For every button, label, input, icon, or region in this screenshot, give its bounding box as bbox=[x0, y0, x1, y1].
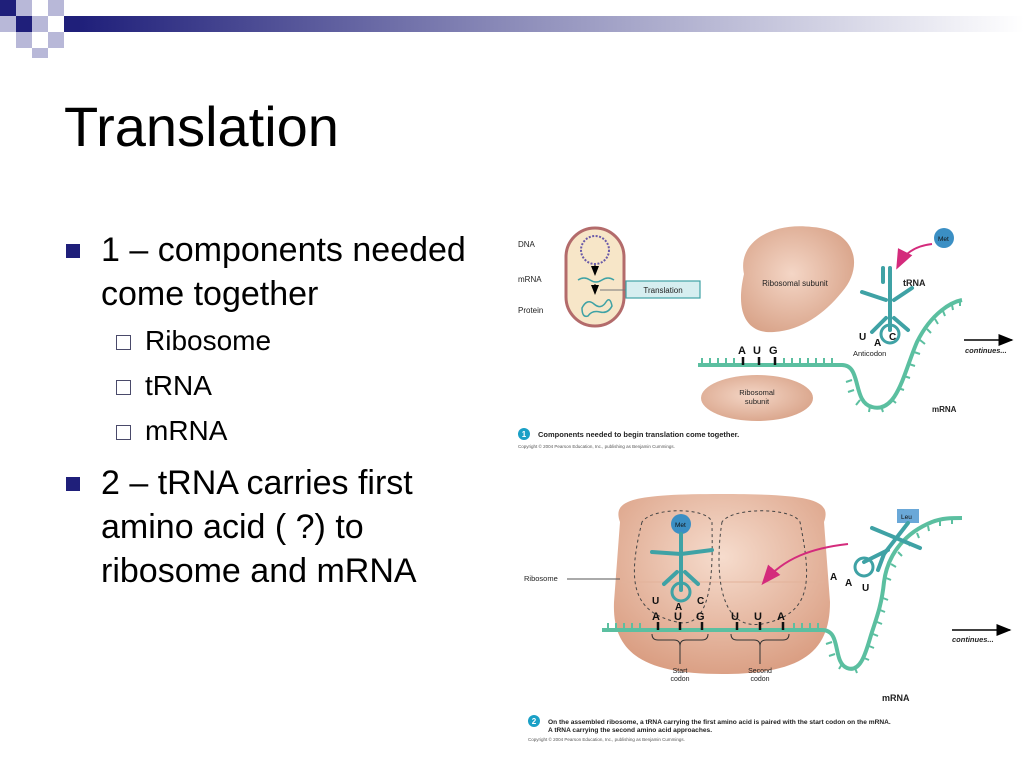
bullet-square-icon bbox=[66, 244, 80, 258]
bullet-item-1: 1 – components needed come together bbox=[64, 228, 484, 316]
step-2-number: 2 bbox=[532, 717, 537, 726]
trna-met-icon bbox=[860, 228, 954, 345]
trna-met-bound-icon bbox=[650, 514, 714, 603]
label-trna-1: tRNA bbox=[903, 278, 926, 288]
label-mrna-2: mRNA bbox=[882, 693, 910, 703]
header-decoration bbox=[0, 0, 1024, 58]
anticodon-letter: C bbox=[889, 332, 896, 343]
anticodon-letter: A bbox=[830, 572, 837, 583]
codon-letter: A bbox=[652, 611, 660, 623]
codon-letter: U bbox=[753, 345, 761, 357]
mrna-strand-1 bbox=[698, 298, 963, 413]
small-ribosomal-subunit bbox=[701, 375, 813, 421]
label-start-codon-1: Start bbox=[673, 668, 688, 675]
label-start-codon-2: codon bbox=[670, 676, 689, 683]
label-mrna-1: mRNA bbox=[932, 405, 957, 414]
codon-letter: U bbox=[674, 611, 682, 623]
slide-title: Translation bbox=[64, 95, 339, 158]
copyright-1: Copyright © 2004 Pearson Education, Inc.… bbox=[518, 443, 675, 449]
label-protein: Protein bbox=[518, 306, 543, 315]
label-met-2: Met bbox=[675, 522, 686, 529]
codon-letter: A bbox=[777, 611, 785, 623]
caption-2-line-2: A tRNA carrying the second amino acid ap… bbox=[548, 727, 712, 734]
sub-bullet-text: tRNA bbox=[145, 370, 212, 401]
mrna-strand-2 bbox=[602, 516, 963, 674]
label-continues-2: continues... bbox=[952, 635, 994, 644]
bullet-text-1: 1 – components needed come together bbox=[101, 231, 466, 313]
panel-2: Ribosome Met U A C A U G U U bbox=[524, 494, 1012, 742]
label-met-1: Met bbox=[938, 236, 949, 243]
label-mrna-cell: mRNA bbox=[518, 275, 542, 284]
codon-letter: U bbox=[754, 611, 762, 623]
codon-letter: A bbox=[738, 345, 746, 357]
sub-bullet-list: Ribosome tRNA mRNA bbox=[64, 318, 484, 453]
label-large-subunit: Ribosomal subunit bbox=[762, 279, 829, 288]
sub-bullet-text: Ribosome bbox=[145, 325, 272, 356]
anticodon-letter: C bbox=[697, 596, 704, 607]
approach-arrow-icon bbox=[761, 543, 849, 586]
translation-figure: DNA mRNA Protein Translation Ribosomal s… bbox=[512, 222, 1024, 746]
step-1-badge bbox=[518, 428, 530, 440]
hollow-square-icon bbox=[116, 425, 131, 440]
label-small-subunit-2: subunit bbox=[745, 397, 770, 406]
label-second-codon-2: codon bbox=[750, 676, 769, 683]
codon-letter: G bbox=[769, 345, 778, 357]
translation-diagram: DNA mRNA Protein Translation Ribosomal s… bbox=[518, 226, 1014, 742]
anticodon-letter: A bbox=[675, 602, 682, 613]
sub-bullet-ribosome: Ribosome bbox=[64, 318, 484, 363]
bullet-square-icon bbox=[66, 477, 80, 491]
anticodon-letter: U bbox=[862, 583, 869, 594]
sub-bullet-text: mRNA bbox=[145, 415, 228, 446]
bullet-text-2: 2 – tRNA carries first amino acid ( ?) t… bbox=[101, 464, 417, 590]
hollow-square-icon bbox=[116, 335, 131, 350]
label-leu: Leu bbox=[901, 514, 912, 521]
label-ribosome: Ribosome bbox=[524, 574, 558, 583]
label-small-subunit-1: Ribosomal bbox=[739, 388, 775, 397]
hollow-square-icon bbox=[116, 380, 131, 395]
caption-2-line-1: On the assembled ribosome, a tRNA carryi… bbox=[548, 719, 891, 726]
anticodon-letter: U bbox=[859, 332, 866, 343]
bullet-list: 1 – components needed come together Ribo… bbox=[64, 228, 484, 593]
translation-box bbox=[625, 280, 701, 299]
bullet-item-2: 2 – tRNA carries first amino acid ( ?) t… bbox=[64, 461, 484, 593]
trna-leu-icon bbox=[853, 509, 922, 578]
label-continues-1: continues... bbox=[965, 346, 1007, 355]
label-dna: DNA bbox=[518, 240, 536, 249]
sub-bullet-mrna: mRNA bbox=[64, 408, 484, 453]
anticodon-letter: A bbox=[845, 578, 852, 589]
cell-icon bbox=[564, 226, 626, 328]
anticodon-letter: A bbox=[874, 338, 881, 349]
step-2-badge bbox=[528, 715, 540, 727]
label-second-codon-1: Second bbox=[748, 668, 772, 675]
large-ribosomal-subunit bbox=[740, 226, 855, 333]
step-1-number: 1 bbox=[522, 430, 527, 439]
translation-box-label: Translation bbox=[643, 286, 682, 295]
anticodon-letter: U bbox=[652, 596, 659, 607]
codon-letter: G bbox=[696, 611, 705, 623]
caption-1: Components needed to begin translation c… bbox=[538, 430, 739, 439]
label-anticodon: Anticodon bbox=[853, 349, 886, 358]
codon-letter: U bbox=[731, 611, 739, 623]
copyright-2: Copyright © 2004 Pearson Education, Inc.… bbox=[528, 736, 685, 742]
panel-1: DNA mRNA Protein Translation Ribosomal s… bbox=[518, 226, 1014, 449]
sub-bullet-trna: tRNA bbox=[64, 363, 484, 408]
assembled-ribosome bbox=[613, 494, 830, 674]
